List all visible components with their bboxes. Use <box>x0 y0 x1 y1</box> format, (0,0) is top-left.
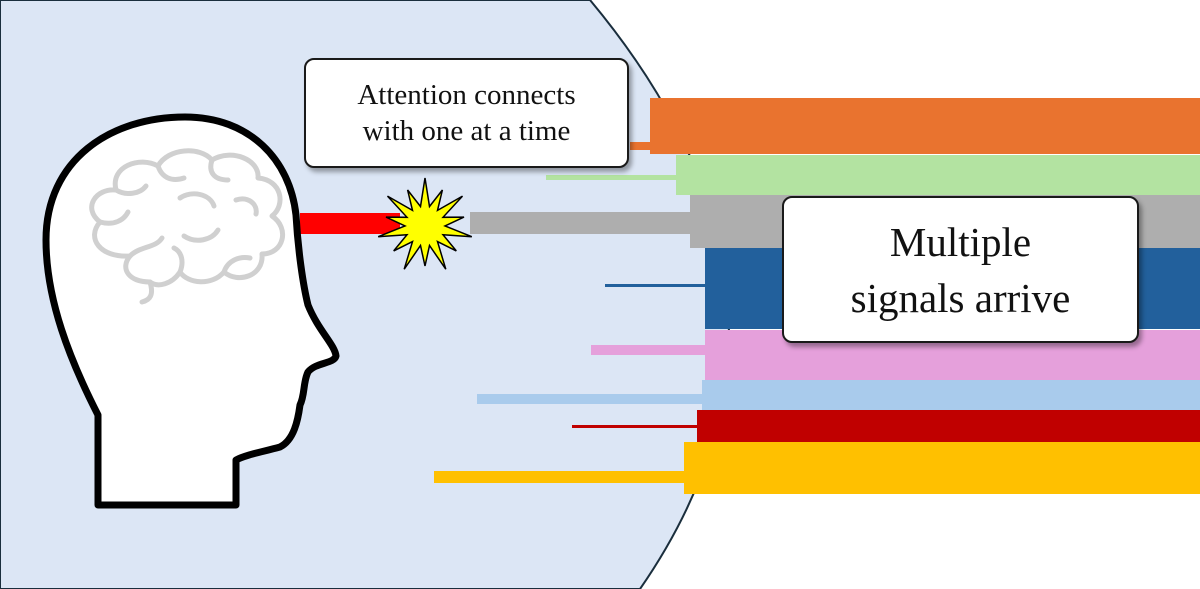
signals-label-line1: Multiple <box>889 218 1032 265</box>
starburst-icon <box>377 177 473 270</box>
brain-icon <box>89 148 285 305</box>
signal-line-2 <box>546 175 696 180</box>
signals-callout: Multiple signals arrive <box>782 196 1139 343</box>
signal-line-6 <box>477 394 707 404</box>
signal-band-lightblue <box>702 380 1200 410</box>
signal-line-8 <box>434 471 694 483</box>
attention-label-line2: with one at a time <box>362 115 571 147</box>
signal-line-4 <box>605 284 715 287</box>
signals-label-line2: signals arrive <box>850 274 1071 321</box>
attention-callout: Attention connects with one at a time <box>304 58 629 168</box>
signal-line-7 <box>572 425 702 428</box>
attention-beam <box>300 213 400 234</box>
signal-line-5 <box>591 345 711 355</box>
signal-line-3 <box>470 212 710 234</box>
head-profile-icon <box>42 113 340 509</box>
incoming-signal-lines <box>434 142 715 483</box>
attention-label-line1: Attention connects <box>357 79 576 111</box>
signal-band-green <box>676 155 1200 195</box>
signal-band-red <box>697 410 1200 442</box>
signal-band-orange <box>650 98 1200 154</box>
signal-band-yellow <box>684 442 1200 494</box>
